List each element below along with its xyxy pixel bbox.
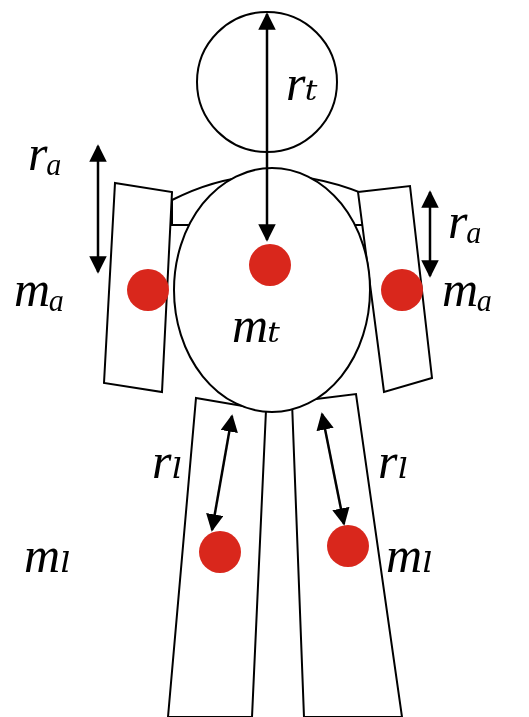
leg-mass-dot: [327, 525, 369, 567]
symbol-label: rₐ: [28, 128, 62, 178]
leg-mass-dot: [199, 531, 241, 573]
torso-mass-dot: [249, 244, 291, 286]
arm-mass-dot: [381, 269, 423, 311]
symbol-label: rₐ: [448, 196, 482, 246]
symbol-label: mₐ: [442, 264, 493, 314]
symbol-label: mₗ: [24, 530, 72, 580]
symbol-label: mₗ: [386, 530, 434, 580]
symbol-label: mₐ: [14, 264, 65, 314]
distance-arrow: [429, 192, 432, 276]
symbol-label: rₗ: [152, 436, 184, 486]
left-arm: [104, 183, 172, 392]
distance-arrow: [322, 414, 344, 524]
symbol-label: rₗ: [378, 436, 410, 486]
distance-arrow: [97, 146, 100, 272]
arm-mass-dot: [127, 269, 169, 311]
symbol-label: mₜ: [232, 300, 280, 350]
symbol-label: rₜ: [286, 58, 318, 108]
distance-arrow: [212, 416, 232, 530]
distance-arrow: [266, 14, 269, 240]
torso: [174, 168, 370, 412]
